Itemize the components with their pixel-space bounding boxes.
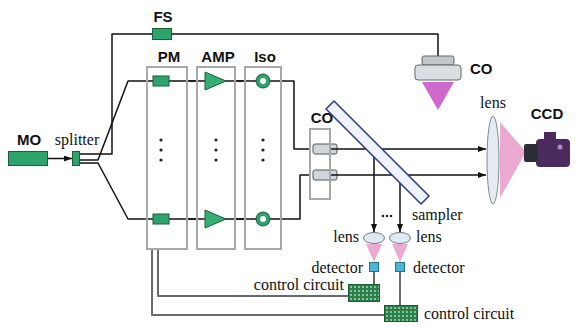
ellipsis-dot [214, 148, 217, 151]
splitter-block: splitter [72, 151, 80, 166]
beam-connector [188, 80, 196, 82]
collimator-cap [422, 56, 454, 65]
control-wire [152, 250, 384, 315]
camera: CCD [522, 127, 572, 177]
laser-source: MO [8, 151, 48, 166]
fiber-stretcher: FS [152, 28, 172, 40]
sampler: sampler [325, 100, 430, 205]
part-label: MO [17, 132, 41, 148]
sampler-plate [326, 101, 429, 204]
part-label: PM [158, 49, 181, 65]
part-label: AMP [201, 49, 234, 65]
beam-connector [282, 81, 309, 149]
sampler-drawing [325, 100, 430, 205]
collimator: CO [412, 56, 464, 82]
camera-drawing [522, 127, 572, 177]
beam-connector [331, 148, 486, 150]
light-cone [422, 82, 454, 110]
circuit-board: control circuit [384, 305, 418, 322]
lens-shape [487, 116, 499, 204]
part-label: lens [416, 229, 442, 245]
camera-top [544, 132, 556, 140]
control-wire [373, 272, 375, 284]
ellipsis-dot [214, 158, 217, 161]
isolator-core [260, 216, 266, 222]
part-label: Iso [254, 49, 276, 65]
part-label: CO [470, 61, 493, 77]
lens-shape [390, 233, 411, 244]
control-wire [399, 272, 401, 305]
light-cone [500, 122, 526, 198]
part-label: CCD [531, 106, 564, 122]
beam-connector [236, 218, 244, 220]
beam-connector [80, 81, 146, 160]
modulator-symbol [153, 76, 169, 86]
ellipsis-dot [159, 138, 162, 141]
collimator-box: CO [309, 128, 331, 200]
module-box: AMP [196, 66, 236, 250]
modulator-symbol [153, 214, 169, 224]
ellipsis-dot [159, 158, 162, 161]
ellipsis-dot [261, 148, 264, 151]
ellipsis-dot [261, 138, 264, 141]
beam-connector [236, 80, 244, 82]
collimator-body [415, 65, 461, 80]
detector: detector [369, 262, 379, 272]
light-cone [392, 244, 408, 262]
module-box: PM [146, 66, 188, 250]
part-label: detector [413, 260, 465, 276]
camera-light [558, 145, 563, 150]
amplifier-symbol [205, 72, 226, 90]
beam-connector [80, 163, 146, 219]
ellipsis-dot [261, 158, 264, 161]
lens: lens [363, 232, 385, 244]
lens-drawing [389, 232, 411, 244]
light-cone [366, 244, 382, 262]
lens: lens [389, 232, 411, 244]
collimator-drawing [412, 56, 464, 82]
part-label: control circuit [424, 306, 514, 322]
camera-body [536, 139, 570, 167]
lens: lens [486, 115, 500, 205]
module-box: Iso [244, 66, 282, 250]
ellipsis-dot [214, 138, 217, 141]
part-label: splitter [55, 132, 99, 148]
part-label: lens [333, 229, 359, 245]
beam-connector [373, 149, 375, 232]
circuit-board: control circuit [348, 284, 380, 302]
beam-connector [188, 218, 196, 220]
ellipsis-dot [382, 215, 385, 218]
part-label: FS [153, 9, 172, 25]
amplifier-symbol [205, 210, 226, 228]
ellipsis-dot [159, 148, 162, 151]
detector: detector [395, 262, 405, 272]
camera-lens [524, 144, 538, 162]
ellipsis-dot [386, 215, 389, 218]
part-label: sampler [412, 207, 463, 223]
lens-shape [364, 233, 385, 244]
lens-drawing [363, 232, 385, 244]
isolator-symbol [256, 74, 270, 88]
ellipsis-dot [390, 215, 393, 218]
isolator-symbol [256, 212, 270, 226]
beam-connector [48, 158, 72, 160]
part-label: detector [311, 260, 363, 276]
part-label: control circuit [254, 277, 344, 293]
beam-connector [282, 175, 309, 219]
part-label: lens [480, 95, 506, 111]
lens-drawing [486, 115, 500, 205]
isolator-core [260, 78, 266, 84]
